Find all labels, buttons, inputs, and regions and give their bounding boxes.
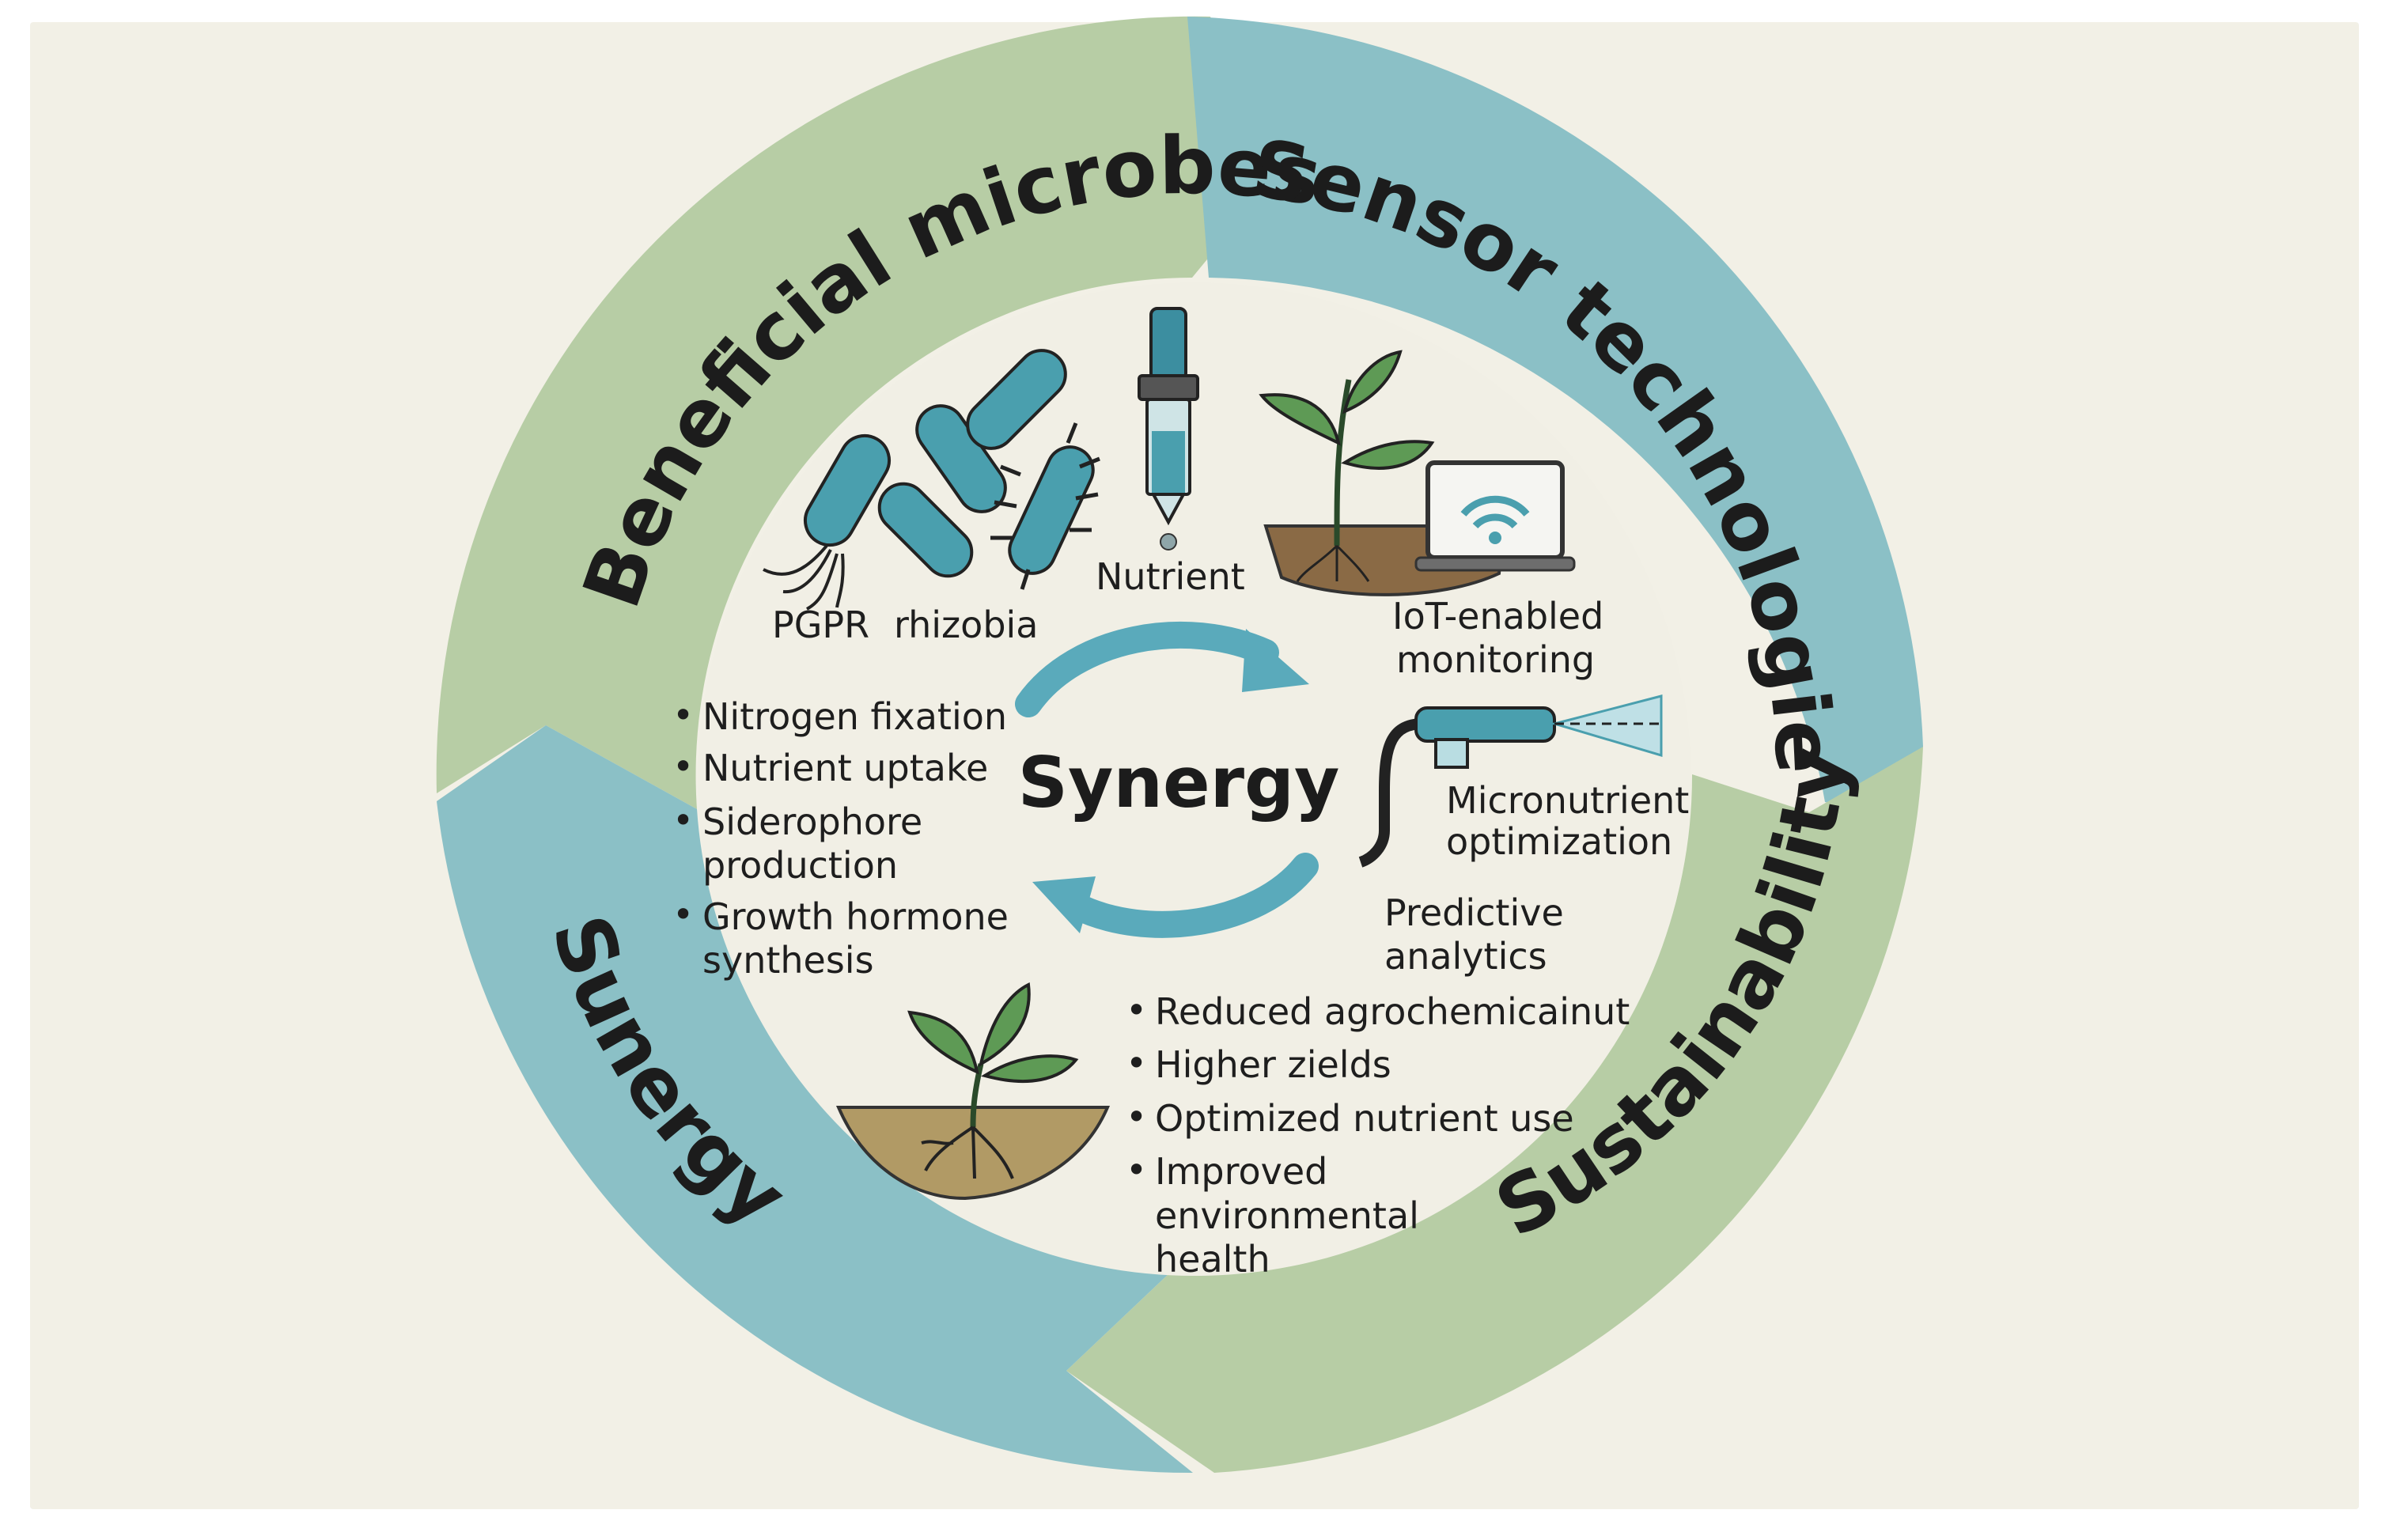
- iot-label-line2: monitoring: [1396, 638, 1595, 681]
- seedling-soil-icon: [835, 982, 1111, 1201]
- predictive-label-line1: Predictive: [1384, 891, 1564, 934]
- list-item: health: [1155, 1238, 1270, 1281]
- segment-sustainability: [1066, 747, 1923, 1473]
- center-title: Synergy: [1018, 742, 1340, 823]
- bullet: •: [1126, 1148, 1147, 1191]
- nutrient-label: Nutrient: [1096, 555, 1245, 598]
- list-item: environmental: [1155, 1194, 1419, 1237]
- list-item: synthesis: [702, 939, 874, 982]
- bullet: •: [672, 893, 694, 936]
- segment-sensor-technologies: [1187, 17, 1923, 809]
- pgpr-bacterium-icon: [763, 433, 891, 611]
- spiky-bacterium-icon: [990, 422, 1100, 590]
- list-item: Higher zields: [1155, 1043, 1391, 1086]
- predictive-label-line2: analytics: [1384, 935, 1547, 978]
- list-item: production: [702, 844, 898, 887]
- list-item: Growth hormone: [702, 895, 1009, 938]
- rhizobia-label: rhizobia: [894, 604, 1039, 646]
- list-item: Improved: [1155, 1150, 1327, 1193]
- bullet: •: [672, 745, 694, 788]
- list-item: Nutrient uptake: [702, 747, 988, 789]
- outcomes-list: • Reduced agrochemicainut • Higher zield…: [1126, 989, 1630, 1281]
- pgpr-label: PGPR: [772, 604, 869, 646]
- list-item: Nitrogen fixation: [702, 695, 1007, 738]
- list-item: Siderophore: [702, 800, 922, 843]
- list-item: Reduced agrochemicainut: [1155, 990, 1630, 1033]
- cycle-arrows-icon: [1015, 621, 1319, 938]
- rhizobia-bacterium-icon: [877, 349, 1067, 578]
- bullet: •: [672, 799, 694, 842]
- iot-label-line1: IoT-enabled: [1392, 595, 1603, 638]
- segment-beneficial-microbes: [436, 16, 1274, 810]
- micronutrient-label-line1: Micronutrient: [1446, 779, 1689, 822]
- micronutrient-label-line2: optimization: [1446, 820, 1672, 863]
- laptop-wifi-icon: [1414, 460, 1576, 572]
- bullet: •: [672, 694, 694, 736]
- nutrient-dropper-icon: [1138, 307, 1199, 551]
- bullet: •: [1126, 1042, 1147, 1084]
- list-item: Optimized nutrient use: [1155, 1097, 1574, 1140]
- sprayer-icon: [1358, 694, 1663, 868]
- bullet: •: [1126, 1095, 1147, 1138]
- microbe-benefits-list: • Nitrogen fixation • Nutrient uptake • …: [672, 694, 1009, 982]
- bullet: •: [1126, 989, 1147, 1031]
